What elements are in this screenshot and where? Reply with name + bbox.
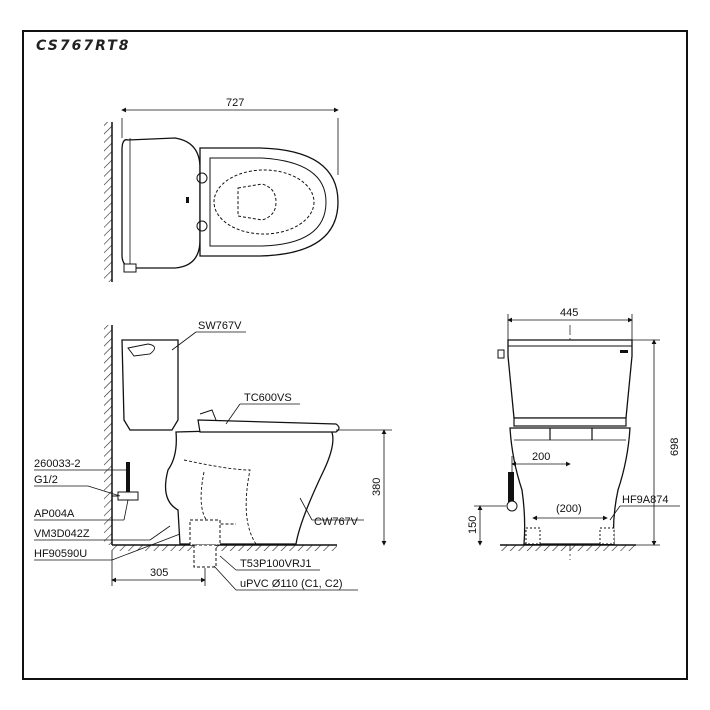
dim-top-width: 727	[226, 97, 244, 109]
dim-inlet-height: 150	[467, 516, 479, 534]
front-stop-valve	[506, 500, 518, 512]
side-stop-valve	[117, 491, 139, 501]
top-seat-outline	[199, 147, 339, 257]
side-supply-hose	[126, 462, 130, 496]
label-thread: G1/2	[34, 474, 58, 486]
front-supply-hose	[508, 472, 514, 502]
dim-seat-height: 380	[371, 478, 383, 496]
side-drain-flange	[189, 519, 221, 546]
label-drain-pipe: uPVC Ø110 (C1, C2)	[240, 578, 343, 590]
dim-rough-in: 305	[150, 567, 168, 579]
label-stop-valve: AP004A	[34, 508, 75, 520]
dim-front-width: 445	[560, 307, 578, 319]
side-wall-hatch	[104, 325, 112, 545]
label-flange: T53P100VRJ1	[240, 558, 312, 570]
front-view: 445 698 200 (200) 150 HF9A874	[467, 307, 681, 560]
front-tank	[507, 339, 633, 419]
side-seat	[197, 419, 340, 433]
dim-inlet-offset: 200	[532, 451, 550, 463]
label-bolt-set: HF9A874	[622, 494, 668, 506]
side-tank	[121, 339, 179, 431]
side-view: 380 305 SW767V TC600VS CW767V 260033-2 G…	[34, 320, 392, 591]
front-floor-hatch	[500, 545, 636, 551]
label-valve: VM3D042Z	[34, 528, 90, 540]
top-tank-outline	[121, 137, 201, 269]
top-wall-hatch	[104, 122, 112, 282]
top-view: 727	[104, 97, 339, 282]
front-seat	[513, 417, 627, 427]
top-inlet	[123, 263, 137, 273]
front-bowl	[509, 427, 631, 545]
dim-foot-spacing: (200)	[556, 503, 582, 515]
dim-front-height: 698	[669, 438, 681, 456]
side-bowl	[164, 427, 334, 545]
side-floor-hatch	[112, 545, 337, 551]
label-supply-hose: 260033-2	[34, 458, 81, 470]
top-button-mark	[186, 197, 189, 203]
drawing-frame	[22, 30, 688, 680]
top-bowl-rim	[213, 169, 315, 235]
label-seat: TC600VS	[244, 392, 292, 404]
model-title: CS767RT8	[36, 38, 131, 54]
label-fitting: HF90590U	[34, 548, 87, 560]
side-drain-pipe	[193, 544, 217, 568]
label-bowl: CW767V	[314, 516, 359, 528]
label-tank: SW767V	[198, 320, 242, 332]
